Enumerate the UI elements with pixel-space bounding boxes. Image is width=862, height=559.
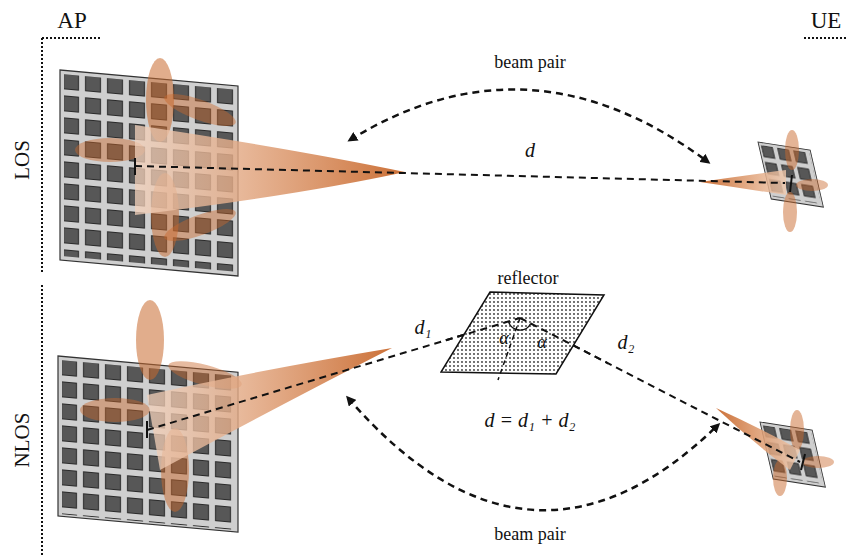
beam-pair-arrow xyxy=(348,398,718,510)
panel-heading: AP xyxy=(57,9,86,32)
angle-label: α xyxy=(537,333,546,351)
angle-label: α xyxy=(499,329,508,347)
reflector-label: reflector xyxy=(498,269,559,287)
array-center xyxy=(134,158,136,175)
panel-heading: UE xyxy=(811,9,842,32)
los-path xyxy=(135,166,785,183)
reflector: reflector α α xyxy=(440,264,608,382)
distance-label: d₂ xyxy=(618,332,635,352)
axis-line xyxy=(42,38,846,556)
beam-lobes xyxy=(75,58,405,257)
distance-label: d₁ xyxy=(415,317,432,337)
arrow-label: beam pair xyxy=(494,525,565,543)
distance-label: d xyxy=(525,140,535,160)
beam-pair-arrow xyxy=(350,90,708,162)
arrow-label: beam pair xyxy=(494,53,565,71)
ue-beam xyxy=(700,130,828,232)
row-label: LOS xyxy=(12,140,33,180)
row-label: NLOS xyxy=(12,413,33,468)
array-center xyxy=(790,175,792,192)
array-center xyxy=(801,454,805,470)
ue-beam xyxy=(716,408,834,496)
formula-label: d = d₁ + d₂ xyxy=(485,410,576,430)
array-center xyxy=(146,421,148,438)
beam-lobes xyxy=(80,300,392,512)
